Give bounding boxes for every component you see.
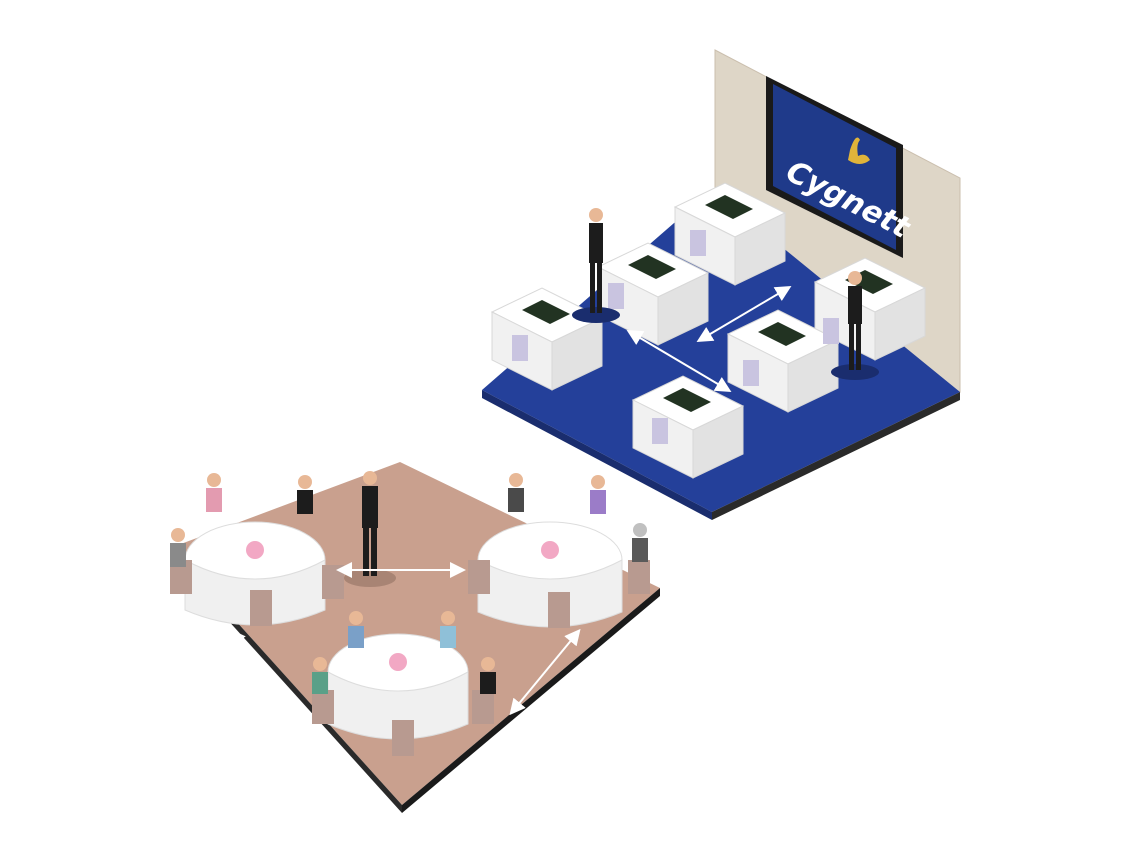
waiter-figure bbox=[572, 208, 620, 323]
chair bbox=[690, 230, 706, 256]
waiter-figure bbox=[831, 271, 879, 380]
classroom-scene: Cygnett bbox=[482, 49, 961, 520]
spacing-arrow bbox=[509, 628, 581, 716]
spacing-arrow bbox=[626, 329, 732, 393]
chair bbox=[472, 690, 494, 724]
chair bbox=[548, 592, 570, 628]
chair bbox=[628, 560, 650, 594]
guest bbox=[206, 473, 222, 512]
chair bbox=[250, 590, 272, 626]
chair bbox=[468, 560, 490, 594]
chair bbox=[512, 335, 528, 361]
round-table bbox=[327, 633, 469, 740]
guest bbox=[440, 611, 456, 648]
banquet-scene bbox=[170, 462, 660, 813]
chair bbox=[312, 690, 334, 724]
chair bbox=[392, 720, 414, 756]
guest bbox=[297, 475, 313, 514]
guest bbox=[632, 523, 648, 562]
chair bbox=[743, 360, 759, 386]
carpet-edge-right bbox=[712, 392, 960, 520]
screen-display bbox=[773, 84, 896, 250]
guest bbox=[508, 473, 524, 512]
classroom-table bbox=[631, 375, 745, 479]
chair bbox=[608, 283, 624, 309]
guest bbox=[170, 528, 186, 567]
swan-icon bbox=[848, 137, 870, 164]
carpet-edge-left bbox=[482, 390, 712, 520]
spacing-arrow bbox=[229, 628, 299, 716]
chair bbox=[652, 418, 668, 444]
chair bbox=[823, 318, 839, 344]
guest bbox=[590, 475, 606, 514]
guest bbox=[480, 657, 496, 694]
guest bbox=[348, 611, 364, 648]
chair bbox=[170, 560, 192, 594]
guest bbox=[312, 657, 328, 694]
